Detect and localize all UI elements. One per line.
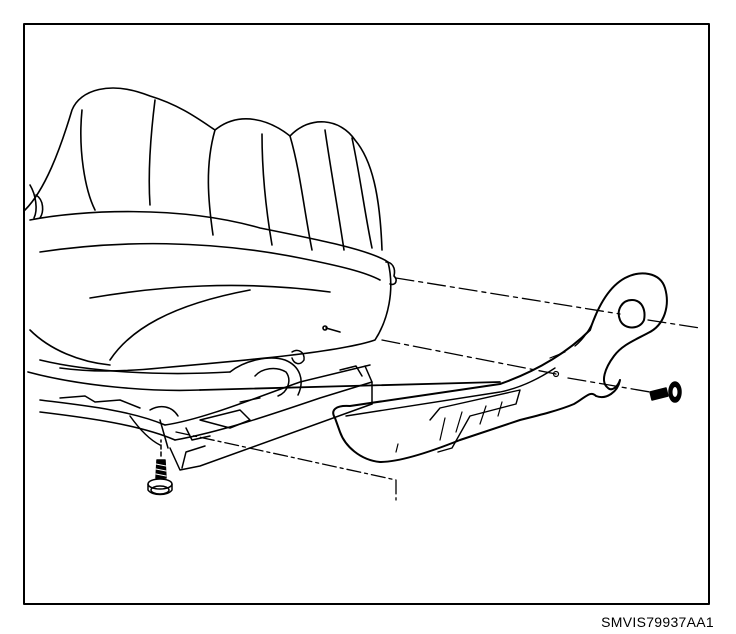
- bolt-lower: [147, 439, 173, 496]
- seat-side-cover: [332, 272, 668, 463]
- figure-border: [23, 23, 710, 605]
- seat-assembly: [24, 87, 397, 392]
- seat-track: [39, 349, 373, 471]
- screw-right: [649, 381, 682, 403]
- guide-lines: [175, 277, 701, 501]
- side-cover-outline: [332, 272, 668, 463]
- figure-caption: SMVIS79937AA1: [601, 614, 714, 630]
- seat-cushion: [29, 210, 392, 372]
- seat-back: [24, 87, 383, 251]
